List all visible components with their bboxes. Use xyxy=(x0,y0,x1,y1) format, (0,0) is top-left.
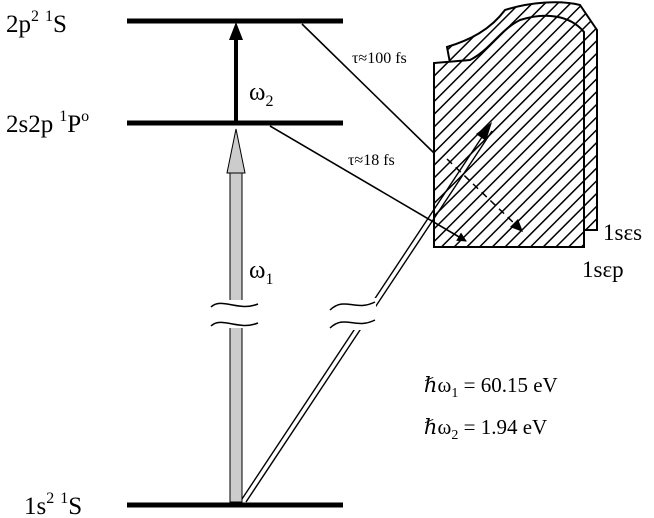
label-lifetime-top: τ≈100 fs xyxy=(352,50,407,67)
dashed-arrowhead xyxy=(510,219,523,232)
break-mark-direct-a xyxy=(329,301,376,311)
break-mark-direct-b xyxy=(329,319,376,329)
omega2-arrowhead xyxy=(229,22,243,40)
label-omega2: ω2 xyxy=(249,79,273,110)
decay-line-top xyxy=(301,23,435,154)
omega1-arrow-shaft xyxy=(229,171,243,503)
label-energy-omega1: ℏω1 = 60.15 eV xyxy=(424,373,558,401)
direct-ionization-arrowhead xyxy=(476,122,492,141)
break-mark-omega1-a xyxy=(210,302,259,308)
break-mask-omega1 xyxy=(214,300,256,328)
dashed-arrow xyxy=(446,158,518,227)
label-energy-omega2: ℏω2 = 1.94 eV xyxy=(424,415,547,443)
label-omega1: ω1 xyxy=(249,257,273,288)
label-lifetime-mid: τ≈18 fs xyxy=(348,152,395,169)
decay-line-mid xyxy=(269,125,467,242)
omega1-arrowhead xyxy=(226,128,246,174)
label-continuum-ep: 1sεp xyxy=(582,257,624,282)
continuum-1s-ep-block xyxy=(433,14,585,248)
label-continuum-es: 1sεs xyxy=(603,220,642,245)
break-mark-omega1-b xyxy=(210,321,259,327)
